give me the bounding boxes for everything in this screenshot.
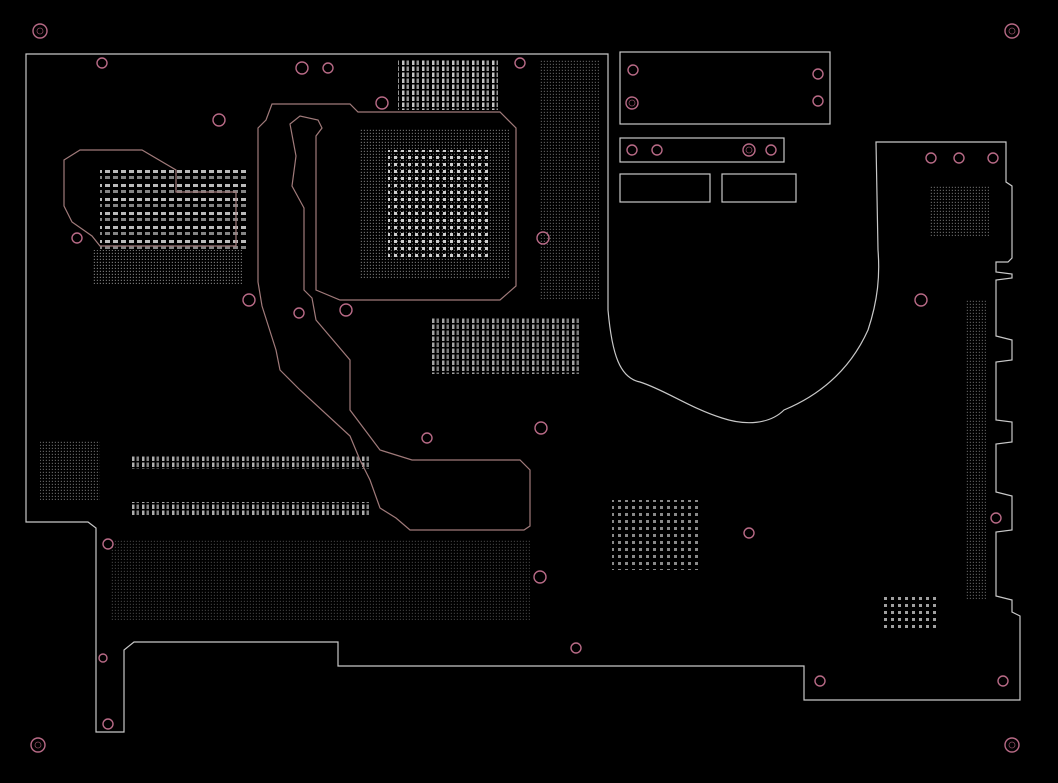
mounting-hole xyxy=(953,152,965,164)
mounting-hole xyxy=(295,61,309,75)
memory-chip-area xyxy=(92,170,248,284)
daughter-board-small-right xyxy=(721,173,797,203)
mounting-hole xyxy=(71,232,83,244)
mounting-hole xyxy=(742,143,756,157)
mounting-hole xyxy=(375,96,389,110)
mounting-hole xyxy=(570,642,582,654)
left-edge-connector xyxy=(40,440,100,500)
mounting-hole xyxy=(32,23,48,39)
mounting-hole xyxy=(534,421,548,435)
mounting-hole xyxy=(96,57,108,69)
power-stage-pads xyxy=(432,318,582,374)
top-connector-pads xyxy=(398,60,600,300)
mounting-holes xyxy=(30,23,1020,753)
mounting-hole xyxy=(533,570,547,584)
mounting-hole xyxy=(536,231,550,245)
mounting-hole xyxy=(625,96,639,110)
mounting-hole xyxy=(765,144,777,156)
chipset-area xyxy=(612,500,936,632)
mounting-hole xyxy=(293,307,305,319)
mounting-hole xyxy=(102,538,114,550)
daughter-board-strip xyxy=(619,137,785,163)
mounting-hole xyxy=(990,512,1002,524)
mounting-hole xyxy=(212,113,226,127)
bottom-left-pad-rows xyxy=(110,455,530,620)
cpu-bga-area xyxy=(360,128,510,278)
mounting-hole xyxy=(743,527,755,539)
mounting-hole xyxy=(925,152,937,164)
mounting-hole xyxy=(1004,23,1020,39)
mounting-hole xyxy=(987,152,999,164)
mounting-hole xyxy=(421,432,433,444)
mounting-hole xyxy=(242,293,256,307)
mounting-hole xyxy=(812,68,824,80)
mounting-hole xyxy=(30,737,46,753)
mounting-hole xyxy=(627,64,639,76)
mounting-hole xyxy=(626,144,638,156)
mounting-hole xyxy=(997,675,1009,687)
right-edge-connectors xyxy=(930,186,990,600)
mounting-hole xyxy=(1004,737,1020,753)
mounting-hole xyxy=(514,57,526,69)
mounting-hole xyxy=(339,303,353,317)
main-board xyxy=(25,53,1021,733)
mounting-hole xyxy=(322,62,334,74)
mounting-hole xyxy=(651,144,663,156)
mounting-hole xyxy=(102,718,114,730)
mounting-hole xyxy=(812,95,824,107)
daughter-board-small-left xyxy=(619,173,711,203)
mounting-hole xyxy=(914,293,928,307)
mounting-hole xyxy=(98,653,108,663)
component-zones xyxy=(63,103,531,531)
mounting-hole xyxy=(814,675,826,687)
daughter-board-top xyxy=(619,51,831,125)
